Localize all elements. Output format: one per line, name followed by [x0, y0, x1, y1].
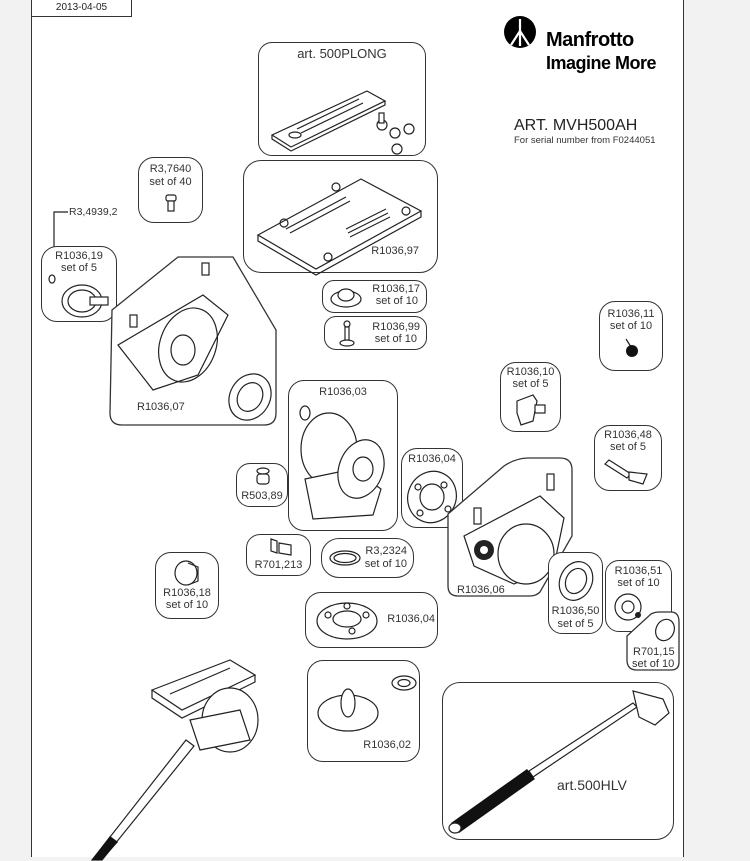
part-code: R701,213: [254, 559, 303, 571]
document-date: 2013-04-05: [31, 0, 132, 17]
friction-disc-icon: [614, 593, 642, 621]
part-code: art.500HLV: [557, 777, 627, 793]
part-box-r1036-50[interactable]: R1036,50 set of 5: [548, 552, 603, 634]
part-code: R1036,04: [408, 453, 456, 465]
part-code: R1036,17: [372, 283, 420, 295]
part-box-r1036-17[interactable]: R1036,17 set of 10: [322, 280, 427, 313]
o-ring-icon: [329, 550, 361, 566]
part-code-r701-15: R701,15: [633, 646, 675, 658]
part-code: R1036,02: [363, 739, 411, 751]
part-box-r1036-11[interactable]: R1036,11 set of 10: [599, 301, 663, 371]
brand-tagline: Imagine More: [546, 53, 657, 73]
part-code: R1036,50: [551, 605, 600, 617]
part-code: R1036,19: [55, 250, 103, 262]
part-box-r701-15[interactable]: [625, 611, 681, 672]
part-qty: set of 5: [60, 262, 98, 274]
spring-cup-icon: [256, 467, 270, 485]
part-box-r3-2324[interactable]: R3,2324 set of 10: [321, 538, 414, 578]
part-code-r3-4939-2: R3,4939,2: [69, 206, 118, 218]
pan-base-assembly-icon: [299, 405, 385, 520]
part-box-r3-7640[interactable]: R3,7640 set of 40: [138, 157, 203, 223]
part-code: R3,2324: [365, 545, 407, 557]
part-code: R503,89: [241, 490, 283, 502]
part-qty: set of 10: [374, 333, 417, 345]
seal-ring-icon: [558, 561, 594, 601]
part-qty: set of 10: [609, 320, 653, 332]
part-qty: set of 10: [375, 295, 418, 307]
part-code: R1036,51: [614, 565, 663, 577]
part-code: art. 500PLONG: [297, 46, 387, 61]
pan-lock-gear-icon: [48, 274, 109, 318]
head-top-plate-icon: [256, 178, 423, 276]
part-qty-r701-15: set of 10: [632, 658, 675, 670]
part-box-r1036-03[interactable]: R1036,03: [288, 380, 398, 531]
part-code-r1036-06: R1036,06: [457, 584, 505, 596]
part-qty: set of 5: [609, 441, 647, 453]
part-box-500plong[interactable]: art. 500PLONG: [258, 42, 426, 156]
part-box-r1036-48[interactable]: R1036,48 set of 5: [594, 425, 662, 491]
part-box-r701-213[interactable]: R701,213: [246, 534, 311, 576]
article-title: ART. MVH500AH: [514, 117, 638, 134]
part-box-500hlv[interactable]: art.500HLV: [442, 682, 674, 840]
part-code-r1036-07: R1036,07: [137, 401, 185, 413]
part-box-r1036-18[interactable]: R1036,18 set of 10: [155, 552, 219, 619]
part-code: R1036,11: [607, 308, 655, 320]
part-box-r1036-99[interactable]: R1036,99 set of 10: [324, 316, 427, 350]
part-code: R3,7640: [149, 163, 192, 175]
lock-lever-icon: [604, 459, 648, 485]
part-code: R1036,97: [371, 245, 419, 257]
part-qty: set of 5: [512, 378, 549, 390]
part-qty: set of 40: [149, 176, 192, 188]
complete-fluid-head-illustration: [90, 659, 259, 861]
knob-icon: [625, 338, 638, 357]
clip-icon: [270, 538, 292, 556]
part-code: R1036,04: [387, 613, 435, 625]
part-box-r1036-04-lower[interactable]: R1036,04: [305, 592, 438, 648]
screw-icon: [165, 194, 177, 212]
part-code: R1036,48: [604, 429, 652, 441]
base-plate-icon: [317, 675, 417, 732]
bolt-icon: [339, 320, 355, 347]
part-code: R1036,10: [506, 366, 555, 378]
part-code: R1036,18: [163, 587, 211, 599]
manfrotto-logo-icon: [504, 16, 536, 48]
part-box-r1036-51[interactable]: R1036,51 set of 10: [605, 560, 672, 632]
washer-icon: [330, 288, 362, 308]
part-box-r1036-02[interactable]: R1036,02: [307, 660, 420, 762]
part-box-r1036-19[interactable]: R1036,19 set of 5: [41, 246, 117, 322]
part-box-r1036-07[interactable]: [108, 255, 278, 427]
serial-note: For serial number from F0244051: [514, 135, 656, 146]
brand-name: Manfrotto: [546, 29, 634, 51]
part-code: R1036,99: [372, 321, 420, 333]
part-qty: set of 10: [617, 577, 660, 589]
part-code: R1036,03: [319, 386, 367, 398]
bearing-ring-icon: [316, 602, 378, 640]
part-box-r1036-10[interactable]: R1036,10 set of 5: [500, 362, 561, 432]
clamp-icon: [516, 394, 546, 426]
part-qty: set of 10: [165, 599, 209, 611]
part-box-r1036-97[interactable]: R1036,97: [243, 160, 438, 276]
part-box-r503-89[interactable]: R503,89: [236, 463, 288, 507]
part-qty: set of 5: [557, 618, 594, 630]
pan-bar-handle-icon: [448, 690, 670, 834]
part-qty: set of 10: [364, 558, 407, 570]
knurled-knob-icon: [174, 560, 199, 586]
bearing-ring-icon: [407, 470, 457, 524]
quick-release-plate-icon: [270, 90, 415, 155]
